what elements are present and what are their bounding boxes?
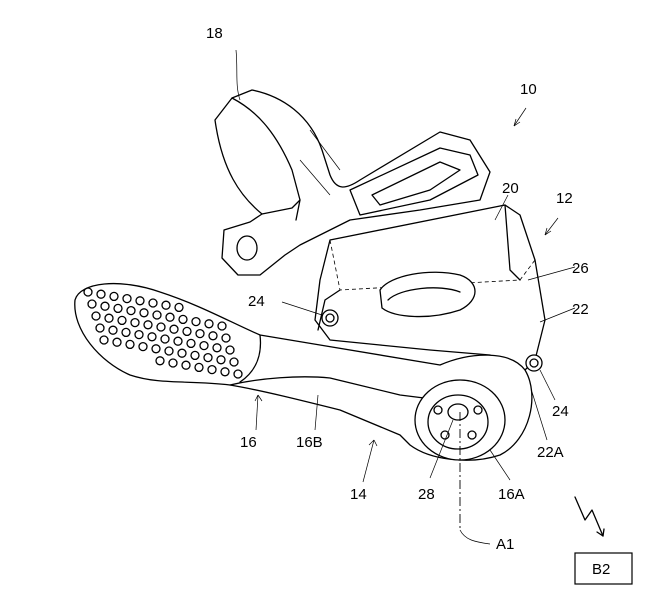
leader-lines	[235, 49, 605, 545]
grip-dot	[125, 339, 135, 350]
label-18: 18	[206, 25, 223, 42]
grip-dot	[204, 319, 214, 329]
grip-dot	[182, 326, 192, 337]
grip-dot	[152, 310, 162, 320]
grip-dot	[130, 317, 140, 328]
grip-dot	[147, 332, 157, 342]
grip-dot	[207, 364, 217, 375]
grip-dot	[173, 336, 183, 346]
label-12: 12	[556, 190, 573, 207]
clamp-bracket	[214, 89, 491, 276]
grip-dot	[169, 324, 179, 334]
view-box-label: B2	[592, 561, 610, 578]
grip-dot	[134, 329, 144, 340]
grip-dot	[164, 346, 174, 356]
label-14: 14	[350, 486, 367, 503]
grip-dot	[160, 334, 170, 344]
grip-dot	[165, 312, 175, 322]
grip-dot	[229, 357, 239, 367]
grip-dot	[139, 308, 149, 318]
grip-dot	[100, 301, 110, 311]
label-10: 10	[520, 81, 537, 98]
grip-dot	[126, 305, 136, 316]
grip-dot	[109, 291, 119, 302]
label-28: 28	[418, 486, 435, 503]
grip-dot	[104, 313, 114, 323]
label-20: 20	[502, 180, 519, 197]
grip-dot	[161, 300, 171, 310]
label-24-right: 24	[552, 403, 569, 420]
grip-dot	[212, 343, 222, 353]
grip-dot	[83, 287, 93, 297]
grip-dot	[233, 369, 243, 379]
grip-dot	[138, 341, 148, 352]
grip-dot	[112, 337, 122, 347]
grip-dot	[122, 293, 132, 304]
grip-dots	[83, 287, 243, 379]
grip-dot	[194, 362, 204, 373]
label-16A: 16A	[498, 486, 525, 503]
grip-dot	[87, 299, 97, 309]
view-box	[574, 552, 633, 585]
grip-dot	[220, 367, 230, 377]
grip-dot	[208, 331, 218, 341]
grip-dot	[151, 344, 161, 354]
grip-dot	[143, 320, 153, 330]
grip-dot	[148, 298, 158, 308]
grip-dot	[95, 323, 105, 333]
grip-dot	[225, 345, 235, 355]
grip-dot	[121, 327, 131, 338]
label-26: 26	[572, 260, 589, 277]
grip-dot	[156, 322, 166, 332]
grip-dot	[178, 314, 188, 325]
grip-dot	[216, 355, 226, 365]
label-16B: 16B	[296, 434, 323, 451]
label-A1: A1	[496, 536, 514, 553]
grip-dot	[174, 302, 184, 313]
grip-dot	[177, 348, 187, 358]
grip-dot	[190, 350, 200, 361]
grip-dot	[195, 328, 205, 339]
grip-dot	[221, 333, 231, 343]
label-16: 16	[240, 434, 257, 451]
grip-dot	[108, 325, 118, 335]
label-24-left: 24	[248, 293, 265, 310]
grip-dot	[186, 338, 196, 349]
grip-dot	[217, 321, 227, 331]
grip-dot	[155, 356, 165, 366]
grip-dot	[117, 315, 127, 326]
grip-dot	[203, 352, 213, 363]
grip-dot	[191, 316, 201, 327]
grip-dot	[168, 358, 178, 368]
grip-dot	[99, 335, 109, 345]
label-22A: 22A	[537, 444, 564, 461]
grip-dot	[96, 289, 106, 299]
grip-dot	[199, 340, 209, 351]
grip-dot	[135, 296, 145, 306]
grip-dot	[113, 303, 123, 314]
grip-dot	[181, 360, 191, 370]
grip-dot	[91, 311, 101, 321]
label-22: 22	[572, 301, 589, 318]
